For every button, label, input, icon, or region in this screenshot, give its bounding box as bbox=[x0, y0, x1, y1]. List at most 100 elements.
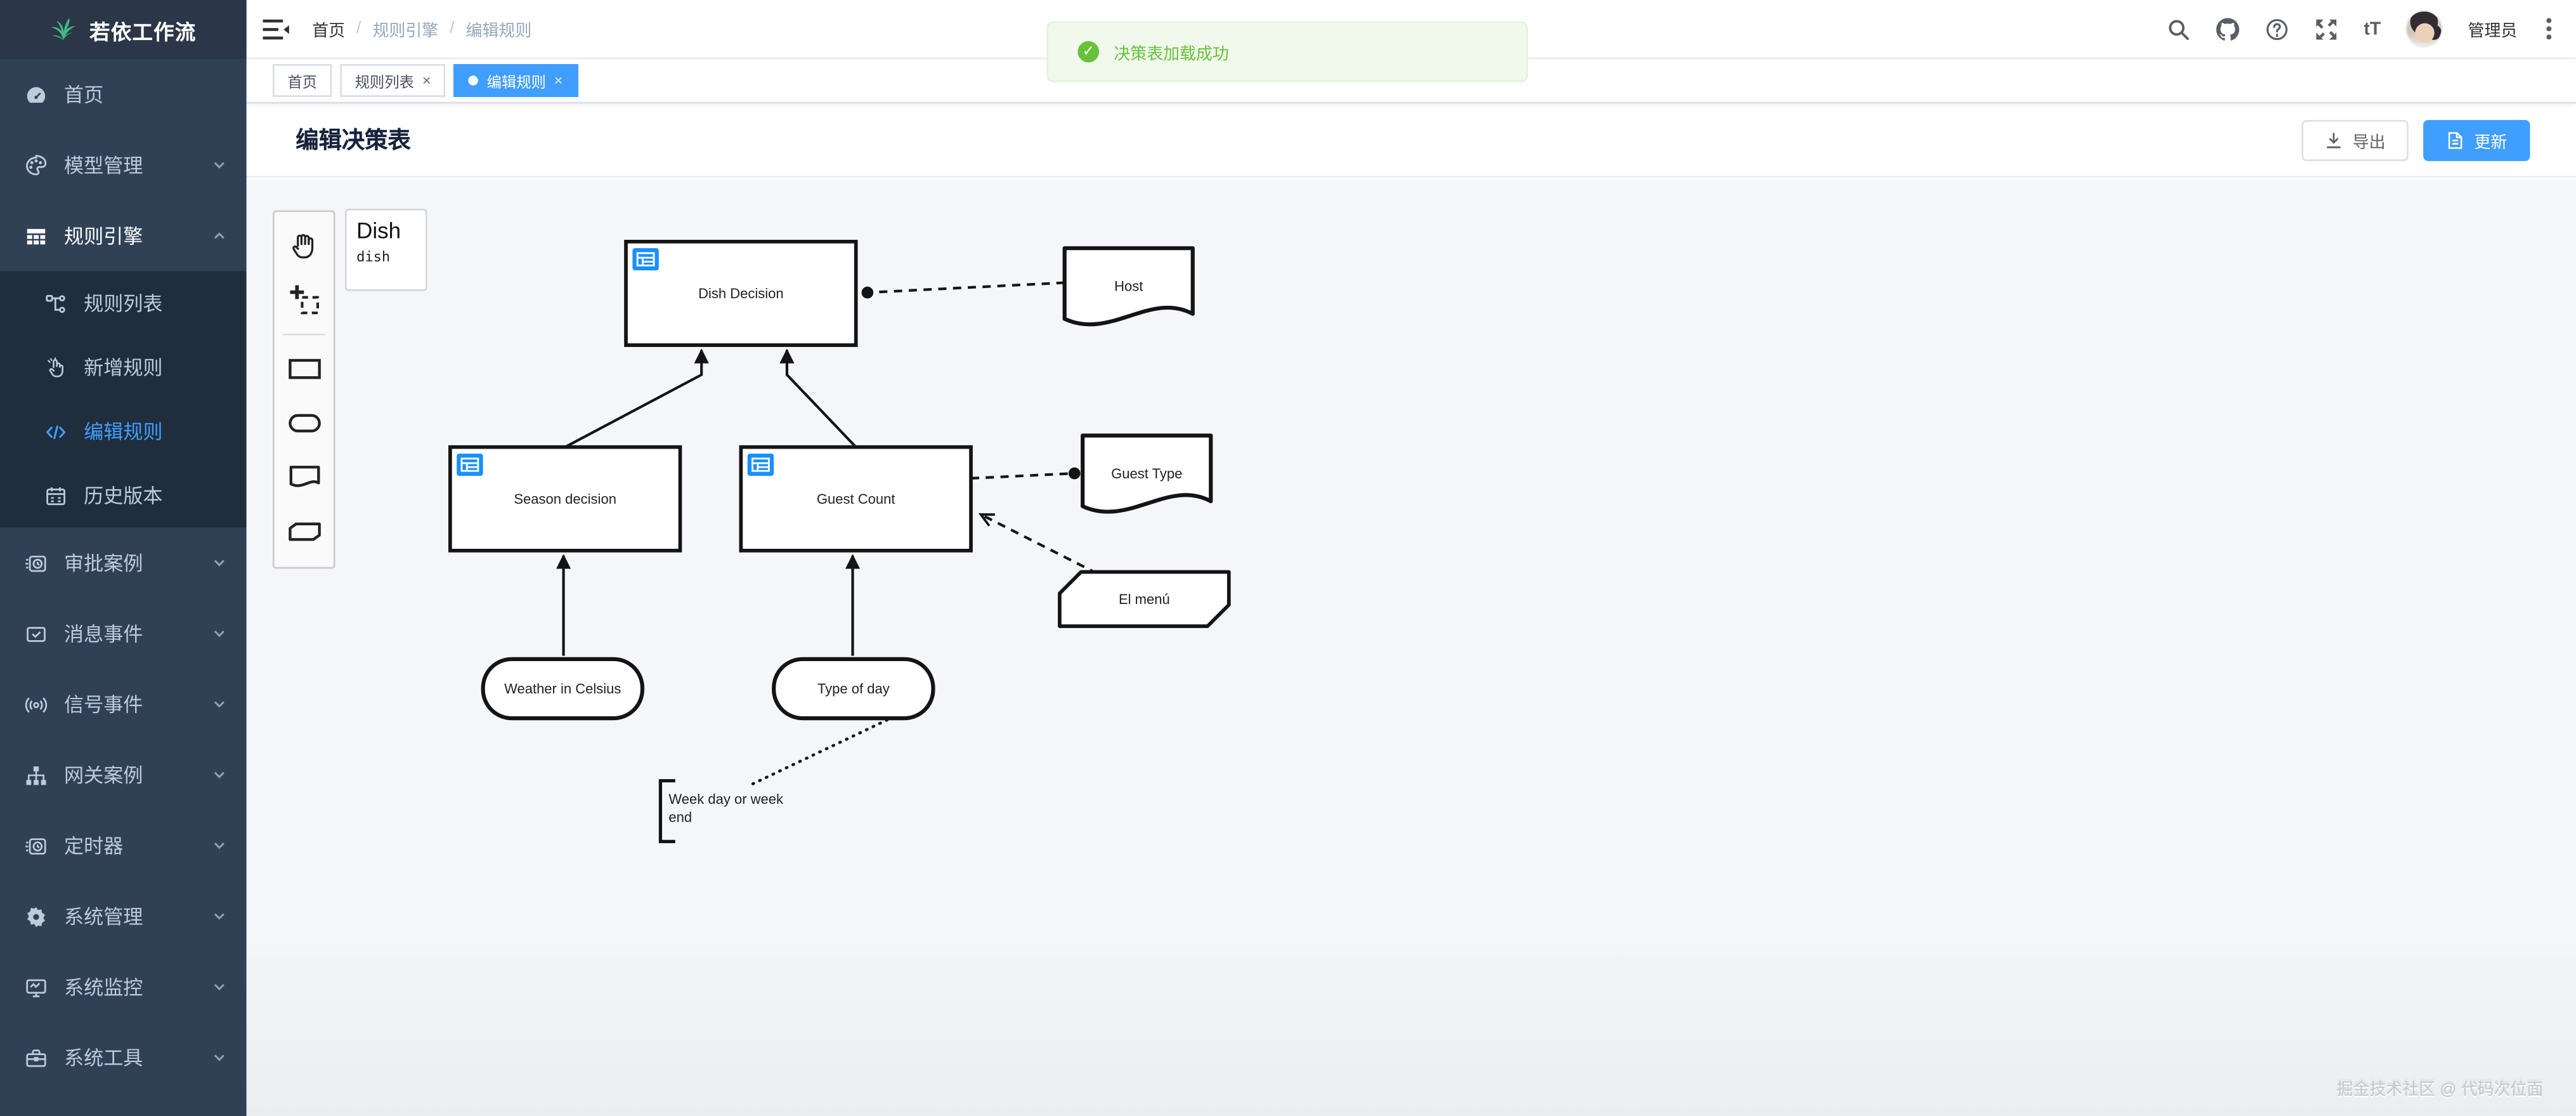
sidebar-item-rule-edit[interactable]: 编辑规则 bbox=[0, 400, 247, 464]
dmn-node-weather[interactable]: Weather in Celsius bbox=[481, 657, 645, 721]
tab-close-icon[interactable]: × bbox=[554, 71, 563, 88]
sidebar-collapse-icon[interactable] bbox=[263, 17, 289, 40]
palette-lasso-tool[interactable] bbox=[276, 273, 332, 327]
node-label: Type of day bbox=[817, 681, 890, 697]
sidebar-item-timer[interactable]: 定时器 bbox=[0, 810, 247, 881]
toolbox-icon bbox=[23, 1046, 48, 1070]
breadcrumb: 首页 / 规则引擎 / 编辑规则 bbox=[312, 16, 531, 41]
sidebar-item-label: 新增规则 bbox=[84, 357, 163, 380]
node-label: Host bbox=[1114, 279, 1143, 294]
dmn-edge-knowledge[interactable] bbox=[978, 513, 1098, 575]
download-icon bbox=[2327, 132, 2341, 148]
font-size-icon[interactable]: tT bbox=[2364, 18, 2381, 39]
monitor-icon bbox=[23, 975, 48, 999]
annotation-text: end bbox=[668, 809, 692, 825]
sidebar-item-label: 系统工具 bbox=[64, 1047, 143, 1070]
node-label: El menú bbox=[1119, 591, 1170, 607]
sidebar-item-label: 历史版本 bbox=[84, 485, 163, 508]
dmn-edge-information[interactable] bbox=[779, 348, 857, 449]
sidebar-item-signal-event[interactable]: 信号事件 bbox=[0, 669, 247, 739]
page-actions: 导出 更新 bbox=[2301, 119, 2530, 161]
palette-create-decision[interactable] bbox=[276, 342, 332, 396]
sidebar-item-label: 模型管理 bbox=[64, 154, 143, 178]
sidebar-item-label: 系统管理 bbox=[64, 905, 143, 929]
page-title: 编辑决策表 bbox=[296, 126, 411, 153]
dmn-node-host[interactable]: Host bbox=[1062, 246, 1195, 327]
tab-规则列表[interactable]: 规则列表× bbox=[340, 64, 446, 97]
definitions-name: Dish bbox=[356, 218, 401, 244]
chevron-down-icon bbox=[212, 1050, 226, 1065]
chevron-down-icon bbox=[212, 556, 226, 570]
tab-label: 编辑规则 bbox=[486, 73, 546, 90]
decision-table-icon bbox=[632, 248, 659, 271]
sidebar-item-label: 网关案例 bbox=[64, 764, 143, 787]
username[interactable]: 管理员 bbox=[2468, 23, 2518, 41]
table-icon bbox=[23, 223, 48, 248]
palette-create-knowledge-source[interactable] bbox=[276, 450, 332, 504]
sidebar-item-home[interactable]: 首页 bbox=[0, 59, 247, 129]
sidebar-item-rule-add[interactable]: 新增规则 bbox=[0, 335, 247, 399]
sidebar-menu: 首页模型管理规则引擎规则列表新增规则编辑规则历史版本审批案例消息事件信号事件网关… bbox=[0, 59, 247, 1116]
tab-close-icon[interactable]: × bbox=[422, 71, 431, 88]
avatar[interactable] bbox=[2405, 10, 2443, 48]
document-icon bbox=[2448, 131, 2462, 148]
dmn-edge-authority[interactable] bbox=[861, 281, 1065, 299]
dmn-canvas[interactable] bbox=[246, 179, 2576, 1116]
fullscreen-icon[interactable] bbox=[2315, 16, 2339, 41]
dmn-node-season-decision[interactable]: Season decision bbox=[448, 445, 682, 553]
dmn-node-dish-decision[interactable]: Dish Decision bbox=[624, 239, 858, 347]
update-button[interactable]: 更新 bbox=[2423, 119, 2530, 161]
breadcrumb-current: 编辑规则 bbox=[465, 23, 532, 41]
sidebar-item-gateway-case[interactable]: 网关案例 bbox=[0, 740, 247, 810]
dmn-edge-information[interactable] bbox=[564, 348, 709, 449]
breadcrumb-separator: / bbox=[450, 20, 455, 38]
sidebar-submenu-rule-engine: 规则列表新增规则编辑规则历史版本 bbox=[0, 271, 247, 528]
calendar-icon bbox=[42, 483, 67, 508]
sidebar-item-rule-list[interactable]: 规则列表 bbox=[0, 271, 247, 335]
sidebar-item-label: 规则引擎 bbox=[64, 225, 143, 249]
search-icon[interactable] bbox=[2167, 16, 2192, 41]
breadcrumb-home[interactable]: 首页 bbox=[312, 23, 346, 41]
audit-icon bbox=[23, 551, 48, 575]
sidebar-item-approval-case[interactable]: 审批案例 bbox=[0, 528, 247, 598]
sidebar-item-system-tools[interactable]: 系统工具 bbox=[0, 1022, 247, 1093]
dmn-node-guest-type[interactable]: Guest Type bbox=[1081, 433, 1213, 514]
github-icon[interactable] bbox=[2216, 16, 2241, 41]
more-menu-icon[interactable] bbox=[2542, 15, 2556, 43]
help-icon[interactable] bbox=[2265, 16, 2290, 41]
chevron-down-icon bbox=[212, 626, 226, 641]
palette-create-bkm[interactable] bbox=[276, 504, 332, 558]
sidebar-item-message-event[interactable]: 消息事件 bbox=[0, 598, 247, 669]
palette-separator bbox=[282, 333, 325, 336]
palette-create-input-data[interactable] bbox=[276, 396, 332, 450]
chevron-down-icon bbox=[212, 838, 226, 853]
dmn-node-type-of-day[interactable]: Type of day bbox=[772, 657, 935, 721]
dmn-definitions-box[interactable]: Dish dish bbox=[345, 209, 427, 291]
sidebar-item-system-monitor[interactable]: 系统监控 bbox=[0, 952, 247, 1022]
definitions-id: dish bbox=[356, 249, 391, 266]
app-logo[interactable]: 若依工作流 bbox=[0, 0, 247, 60]
tab-编辑规则[interactable]: 编辑规则 × bbox=[453, 64, 578, 97]
palette-hand-tool[interactable] bbox=[276, 219, 332, 273]
dmn-edge-authority[interactable] bbox=[970, 467, 1081, 480]
sidebar-item-system-management[interactable]: 系统管理 bbox=[0, 881, 247, 952]
sidebar-item-label: 首页 bbox=[64, 84, 104, 107]
chevron-down-icon bbox=[212, 158, 226, 173]
dmn-node-guest-count[interactable]: Guest Count bbox=[739, 445, 973, 553]
node-label: Season decision bbox=[514, 491, 616, 507]
sitemap-icon bbox=[23, 763, 48, 787]
dmn-edge-association[interactable] bbox=[751, 718, 889, 786]
navbar-actions: tT 管理员 bbox=[2167, 10, 2556, 48]
export-button[interactable]: 导出 bbox=[2301, 119, 2409, 161]
node-label: Dish Decision bbox=[698, 286, 784, 301]
sidebar-item-model-management[interactable]: 模型管理 bbox=[0, 130, 247, 200]
sidebar-item-rule-history[interactable]: 历史版本 bbox=[0, 464, 247, 528]
tab-首页[interactable]: 首页 bbox=[273, 64, 332, 97]
dmn-node-el-menu[interactable]: El menú bbox=[1058, 570, 1231, 628]
sidebar-item-rule-engine[interactable]: 规则引擎 bbox=[0, 200, 247, 271]
success-toast: ✓ 决策表加载成功 bbox=[1046, 21, 1528, 82]
page-header: 编辑决策表 导出 更新 bbox=[246, 103, 2576, 178]
